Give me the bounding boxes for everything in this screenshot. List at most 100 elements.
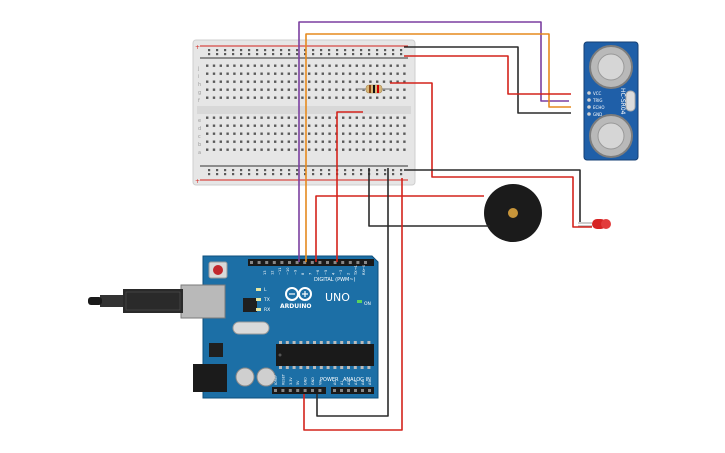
bb-hole — [233, 148, 236, 151]
bb-rail-hole — [288, 49, 291, 52]
bb-hole — [342, 64, 345, 67]
analog-pin-label: A2 — [347, 381, 351, 385]
arduino-uno-board[interactable]: ARDUINO UNO DIGITAL (PWM~) POWER ANALOG … — [88, 255, 379, 399]
bb-hole — [260, 72, 263, 75]
bb-hole — [321, 80, 324, 83]
tx-label: TX — [263, 297, 270, 303]
pin-hole — [296, 389, 300, 392]
bb-hole — [389, 80, 392, 83]
analog-pin-label: A5 — [368, 381, 372, 385]
bb-hole — [389, 116, 392, 119]
bb-hole — [280, 116, 284, 119]
bb-hole — [253, 96, 256, 99]
chip-leg — [279, 366, 282, 369]
bb-rail-hole — [376, 53, 379, 56]
bb-rail-hole — [296, 53, 299, 56]
bb-rail-hole — [304, 173, 307, 176]
bb-hole — [233, 140, 236, 143]
bb-hole — [280, 88, 284, 91]
pin-hole — [368, 389, 371, 392]
wire-red-led — [390, 82, 592, 228]
sensor-model-label: HC-SR04 — [619, 88, 626, 115]
bb-hole — [253, 80, 256, 83]
piezo-buzzer[interactable] — [484, 184, 542, 242]
bb-hole — [233, 116, 236, 119]
pin-hole — [333, 389, 336, 392]
pin-hole — [265, 261, 269, 264]
bb-hole — [348, 88, 352, 91]
pin-hole — [310, 261, 314, 264]
bb-rail-hole — [320, 49, 323, 52]
bb-hole — [246, 148, 250, 151]
oscillator — [232, 321, 270, 335]
bb-rail-hole — [216, 53, 219, 56]
bb-hole — [321, 96, 324, 99]
bb-hole — [376, 72, 379, 75]
bb-rail-hole — [304, 53, 307, 56]
bb-hole — [308, 80, 311, 83]
bb-hole — [287, 148, 290, 151]
pin-hole — [326, 261, 329, 264]
bb-rail-hole — [264, 169, 267, 172]
bb-hole — [382, 132, 386, 135]
bb-hole — [301, 148, 304, 151]
bb-hole — [403, 88, 406, 91]
analog-in-label: ANALOG IN — [343, 377, 371, 383]
bb-hole — [403, 140, 406, 143]
bb-hole — [240, 96, 243, 99]
bb-hole — [308, 148, 311, 151]
bb-hole — [260, 96, 263, 99]
bb-hole — [287, 72, 290, 75]
bb-hole — [274, 116, 277, 119]
bb-hole — [382, 72, 386, 75]
bb-rail-hole — [272, 49, 275, 52]
l-led-label: L — [264, 287, 267, 293]
chip-leg — [340, 341, 344, 344]
row-letter: i — [198, 74, 199, 80]
pin-label-gnd: GND — [593, 112, 602, 117]
bb-hole — [335, 96, 338, 99]
bb-rail-hole — [208, 169, 211, 172]
resistor[interactable] — [357, 84, 392, 94]
chip-leg — [285, 366, 289, 369]
wire-black-arduino-gnd — [316, 168, 389, 417]
bb-hole — [389, 124, 392, 127]
bb-hole — [389, 72, 392, 75]
bb-hole — [246, 124, 250, 127]
arduino-model-label: UNO — [325, 291, 350, 304]
bb-hole — [376, 132, 379, 135]
bb-hole — [206, 80, 209, 83]
bb-hole — [369, 116, 372, 119]
bb-hole — [219, 72, 222, 75]
bb-hole — [274, 148, 277, 151]
bb-hole — [233, 88, 236, 91]
wire-red-sensor-vcc — [404, 55, 571, 95]
wire-red-arduino-5v — [303, 178, 403, 431]
bb-hole — [294, 132, 297, 135]
bb-hole — [206, 148, 209, 151]
bb-hole — [301, 72, 304, 75]
bb-hole — [348, 132, 352, 135]
bb-rail-hole — [400, 49, 403, 52]
row-letter: d — [198, 126, 201, 132]
bb-hole — [321, 64, 324, 67]
bb-rail-hole — [384, 53, 387, 56]
bb-hole — [219, 132, 222, 135]
bb-hole — [294, 116, 297, 119]
bb-hole — [206, 132, 209, 135]
bb-hole — [376, 124, 379, 127]
ultrasonic-sensor[interactable]: HC-SR04 VCC TRIG ECHO GND — [583, 41, 639, 161]
bb-hole — [253, 132, 256, 135]
bb-rail-hole — [352, 173, 355, 176]
bb-hole — [389, 96, 392, 99]
bb-hole — [267, 124, 270, 127]
chip-leg — [340, 366, 344, 369]
pin-hole — [288, 389, 292, 392]
bb-hole — [240, 148, 243, 151]
chip-leg — [292, 341, 296, 344]
red-led[interactable] — [578, 219, 611, 229]
bb-hole — [294, 148, 297, 151]
power-pin-label: GND — [311, 377, 315, 385]
reset-button-icon[interactable] — [208, 261, 228, 279]
